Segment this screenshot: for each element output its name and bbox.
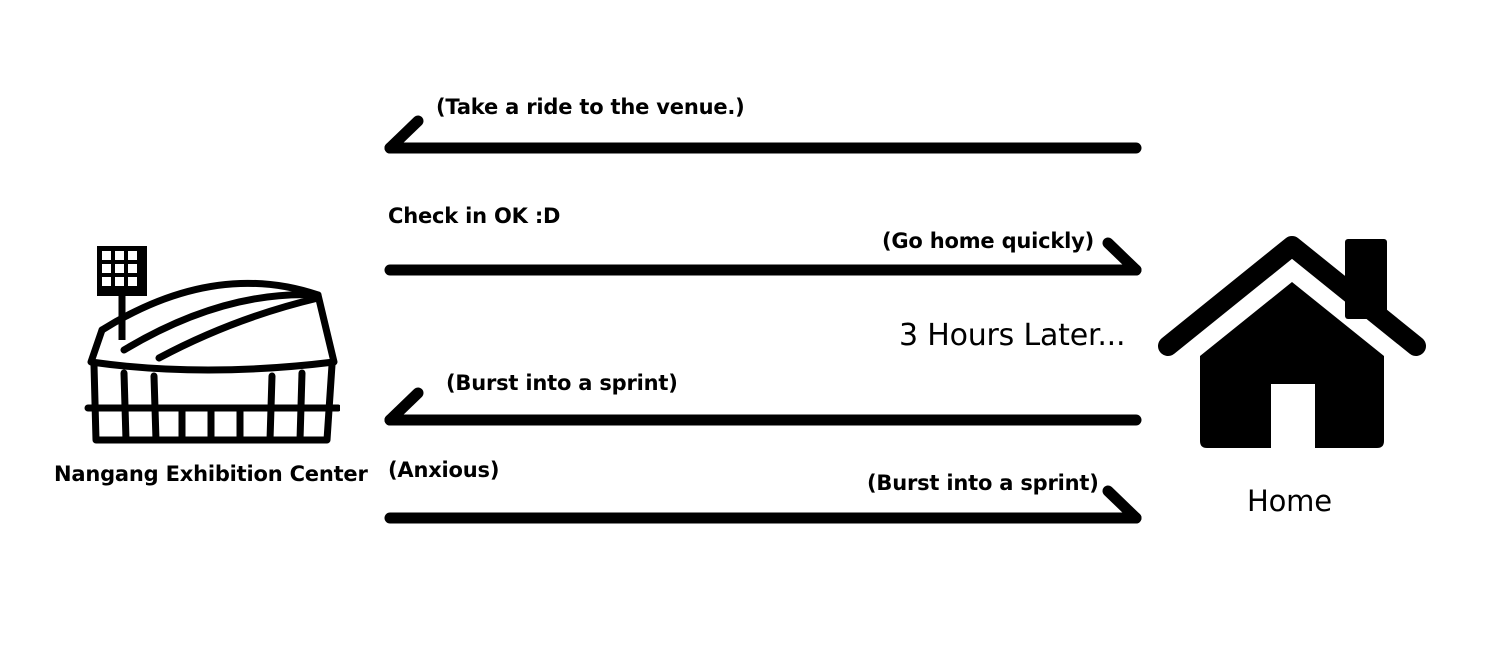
arrow-3-label: (Burst into a sprint) [446,371,678,395]
interlude-text: 3 Hours Later... [899,318,1126,353]
arrow-to-venue-2 [384,387,1142,426]
arrow-2-start-label: Check in OK :D [388,204,561,228]
venue-label: Nangang Exhibition Center [54,462,368,486]
house-icon [1158,236,1428,452]
arrow-to-home-2 [384,485,1142,524]
arrow-2-end-label: (Go home quickly) [882,229,1095,253]
arrow-to-home-1 [384,237,1142,276]
arrow-4-start-label: (Anxious) [388,458,500,482]
arrow-4-end-label: (Burst into a sprint) [867,471,1099,495]
arrow-to-venue-1 [384,115,1142,154]
stadium-icon [84,240,340,450]
arrow-1-label: (Take a ride to the venue.) [436,95,745,119]
home-label: Home [1247,484,1332,518]
